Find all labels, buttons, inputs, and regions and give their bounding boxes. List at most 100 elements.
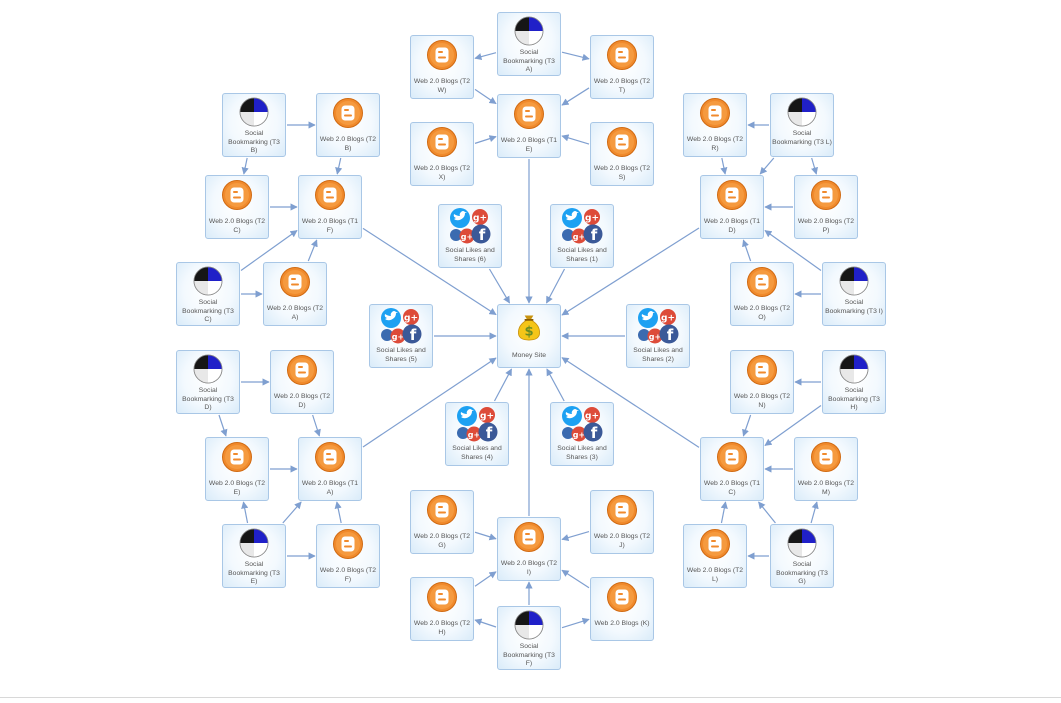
- blogger-icon: [746, 354, 778, 386]
- node-label: Social Bookmarking (T3 B): [228, 130, 280, 155]
- edge-t3h-t1c: [764, 405, 822, 446]
- node-label: Web 2.0 Blogs (T2 H): [413, 620, 471, 636]
- edge-t2w-t1e: [474, 88, 497, 105]
- edge-t2x-t1e: [474, 135, 497, 144]
- blogger-icon: [221, 179, 253, 211]
- edge-sl1-money: [545, 268, 566, 304]
- edge-t3l-t1d: [759, 157, 775, 175]
- node-sl3[interactable]: g+ g+ f Social Likes and Shares (3): [550, 402, 614, 466]
- node-label: Social Likes and Shares (3): [557, 445, 607, 461]
- node-t2e[interactable]: Web 2.0 Blogs (T2 E): [205, 437, 269, 501]
- node-t3c[interactable]: Social Bookmarking (T3 C): [176, 262, 240, 326]
- edge-t3c-t1f: [240, 230, 298, 271]
- node-label: Social Bookmarking (T3 G): [776, 561, 828, 586]
- social-likes-icon: g+ g+ f: [559, 405, 605, 443]
- node-label: Social Bookmarking (T3 H): [828, 387, 880, 412]
- edge-t2f-t1a: [334, 501, 342, 524]
- node-sl1[interactable]: g+ g+ f Social Likes and Shares (1): [550, 204, 614, 268]
- node-t1a[interactable]: Web 2.0 Blogs (T1 A): [298, 437, 362, 501]
- bookmark-pie-icon: [838, 353, 870, 385]
- node-sl6[interactable]: g+ g+ f Social Likes and Shares (6): [438, 204, 502, 268]
- node-sl5[interactable]: g+ g+ f Social Likes and Shares (5): [369, 304, 433, 368]
- node-t2t[interactable]: Web 2.0 Blogs (T2 T): [590, 35, 654, 99]
- svg-text:$: $: [524, 325, 533, 340]
- node-t1d[interactable]: Web 2.0 Blogs (T1 D): [700, 175, 764, 239]
- node-t2c[interactable]: Web 2.0 Blogs (T2 C): [205, 175, 269, 239]
- node-sl2[interactable]: g+ g+ f Social Likes and Shares (2): [626, 304, 690, 368]
- node-t2r[interactable]: Web 2.0 Blogs (T2 R): [683, 93, 747, 157]
- node-label: Web 2.0 Blogs (T2 X): [413, 165, 471, 181]
- node-label: Social Bookmarking (T3 D): [182, 387, 234, 412]
- node-label: Web 2.0 Blogs (T2 C): [208, 218, 266, 234]
- node-t2h[interactable]: Web 2.0 Blogs (T2 H): [410, 577, 474, 641]
- node-t3i[interactable]: Social Bookmarking (T3 I): [822, 262, 886, 326]
- blogger-icon: [332, 97, 364, 129]
- svg-text:f: f: [479, 226, 486, 244]
- node-t2j[interactable]: Web 2.0 Blogs (T2 J): [590, 490, 654, 554]
- node-t3d[interactable]: Social Bookmarking (T3 D): [176, 350, 240, 414]
- node-sl4[interactable]: g+ g+ f Social Likes and Shares (4): [445, 402, 509, 466]
- node-t3e[interactable]: Social Bookmarking (T3 E): [222, 524, 286, 588]
- node-t2m[interactable]: Web 2.0 Blogs (T2 M): [794, 437, 858, 501]
- node-t3l[interactable]: Social Bookmarking (T3 L): [770, 93, 834, 157]
- node-t2o[interactable]: Web 2.0 Blogs (T2 O): [730, 262, 794, 326]
- node-t3a[interactable]: Social Bookmarking (T3 A): [497, 12, 561, 76]
- node-label: Web 2.0 Blogs (K): [594, 620, 650, 627]
- node-label: Web 2.0 Blogs (T2 A): [266, 305, 324, 321]
- edge-t3g-t1c: [758, 501, 776, 524]
- edge-t3f-t2h: [474, 618, 497, 628]
- node-label: Web 2.0 Blogs (T1 E): [500, 137, 558, 153]
- node-t2s[interactable]: Web 2.0 Blogs (T2 S): [590, 122, 654, 186]
- node-label: Money Site: [511, 352, 546, 359]
- blogger-icon: [314, 441, 346, 473]
- node-t3g[interactable]: Social Bookmarking (T3 G): [770, 524, 834, 588]
- bookmark-pie-icon: [192, 265, 224, 297]
- blogger-icon: [810, 441, 842, 473]
- node-t2x[interactable]: Web 2.0 Blogs (T2 X): [410, 122, 474, 186]
- node-t3h[interactable]: Social Bookmarking (T3 H): [822, 350, 886, 414]
- edge-t3d-t2e: [218, 414, 228, 437]
- node-t2b[interactable]: Web 2.0 Blogs (T2 B): [316, 93, 380, 157]
- svg-text:g+: g+: [468, 431, 480, 440]
- node-t2w[interactable]: Web 2.0 Blogs (T2 W): [410, 35, 474, 99]
- node-label: Web 2.0 Blogs (T2 J): [593, 533, 651, 549]
- node-label: Social Bookmarking (T3 I): [825, 299, 883, 315]
- edge-t2r-t1d: [720, 157, 728, 175]
- node-t2p[interactable]: Web 2.0 Blogs (T2 P): [794, 175, 858, 239]
- blogger-icon: [221, 441, 253, 473]
- node-t2n[interactable]: Web 2.0 Blogs (T2 N): [730, 350, 794, 414]
- edge-t3l-t2p: [811, 157, 818, 175]
- node-label: Social Likes and Shares (2): [633, 347, 683, 363]
- node-label: Social Likes and Shares (1): [557, 247, 607, 263]
- svg-text:f: f: [667, 326, 674, 344]
- node-t1c[interactable]: Web 2.0 Blogs (T1 C): [700, 437, 764, 501]
- node-t2a[interactable]: Web 2.0 Blogs (T2 A): [263, 262, 327, 326]
- node-label: Web 2.0 Blogs (T2 O): [733, 305, 791, 321]
- blogger-icon: [426, 126, 458, 158]
- blogger-icon: [606, 581, 638, 613]
- node-t2g[interactable]: Web 2.0 Blogs (T2 G): [410, 490, 474, 554]
- node-label: Web 2.0 Blogs (T1 C): [703, 480, 761, 496]
- node-t1f[interactable]: Web 2.0 Blogs (T1 F): [298, 175, 362, 239]
- node-t1e[interactable]: Web 2.0 Blogs (T1 E): [497, 94, 561, 158]
- svg-text:g+: g+: [461, 233, 473, 242]
- node-t1i[interactable]: Web 2.0 Blogs (T2 I): [497, 517, 561, 581]
- svg-text:g+: g+: [661, 314, 675, 324]
- node-t2d[interactable]: Web 2.0 Blogs (T2 D): [270, 350, 334, 414]
- social-likes-icon: g+ g+ f: [378, 307, 424, 345]
- edge-t2t-t1e: [561, 87, 590, 106]
- node-t2f[interactable]: Web 2.0 Blogs (T2 F): [316, 524, 380, 588]
- svg-text:g+: g+: [404, 314, 418, 324]
- node-t2k[interactable]: Web 2.0 Blogs (K): [590, 577, 654, 641]
- svg-text:g+: g+: [480, 412, 494, 422]
- social-likes-icon: g+ g+ f: [559, 207, 605, 245]
- blogger-icon: [513, 98, 545, 130]
- node-t3f[interactable]: Social Bookmarking (T3 F): [497, 606, 561, 670]
- blogger-icon: [746, 266, 778, 298]
- node-label: Social Bookmarking (T3 F): [503, 643, 555, 668]
- node-t2l[interactable]: Web 2.0 Blogs (T2 L): [683, 524, 747, 588]
- node-t3b[interactable]: Social Bookmarking (T3 B): [222, 93, 286, 157]
- node-money[interactable]: $ Money Site: [497, 304, 561, 368]
- edge-t3e-t1a: [282, 501, 302, 524]
